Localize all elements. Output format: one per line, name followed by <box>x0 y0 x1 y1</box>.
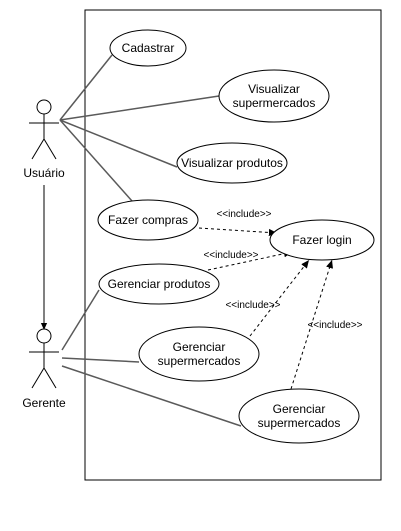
use-case-fazer-login[interactable]: Fazer login <box>269 219 375 261</box>
use-cases: CadastrarVisualizarsupermercadosVisualiz… <box>97 29 375 444</box>
use-case-label: Fazer compras <box>108 213 188 227</box>
use-case-gerenciar-produtos[interactable]: Gerenciar produtos <box>98 263 220 305</box>
association-usuario-cadastrar <box>59 54 113 121</box>
actor-label: Gerente <box>22 396 66 410</box>
stick-figure-icon <box>31 367 45 389</box>
use-case-ellipse <box>238 388 360 444</box>
use-case-label: supermercados <box>158 354 241 368</box>
use-case-label: Visualizar produtos <box>181 156 283 170</box>
association-lines <box>59 54 242 427</box>
stick-figure-icon <box>31 138 45 160</box>
association-usuario-visualizar-produtos <box>59 119 178 168</box>
association-usuario-visualizar-supermercados <box>59 95 220 121</box>
actor-usuario[interactable]: Usuário <box>23 99 65 180</box>
include-label-gerenciar-supermercados-2: <<include>> <box>307 320 362 331</box>
use-case-label: Gerenciar <box>273 402 326 416</box>
include-label-fazer-compras: <<include>> <box>216 209 271 220</box>
system-boundary <box>84 9 382 481</box>
association-usuario-fazer-compras <box>59 119 133 202</box>
actor-label: Usuário <box>23 166 65 180</box>
use-case-visualizar-produtos[interactable]: Visualizar produtos <box>176 142 288 184</box>
association-gerente-gerenciar-produtos <box>61 289 100 351</box>
include-label-gerenciar-produtos: <<include>> <box>203 250 258 261</box>
use-case-label: Fazer login <box>292 233 351 247</box>
use-case-ellipse <box>269 219 375 261</box>
stick-figure-icon <box>36 99 52 115</box>
association-gerente-gerenciar-supermercados-1 <box>61 357 140 363</box>
include-arrow-fazer-compras <box>198 227 278 237</box>
use-case-label: supermercados <box>258 416 341 430</box>
use-case-ellipse <box>218 69 330 123</box>
stick-figure-icon <box>36 328 52 344</box>
use-case-fazer-compras[interactable]: Fazer compras <box>97 199 199 241</box>
use-case-label: Gerenciar <box>173 340 226 354</box>
use-case-ellipse <box>176 142 288 184</box>
include-relationships: <<include>> <<include>> <<include>> <<inclu… <box>198 209 363 390</box>
use-case-cadastrar[interactable]: Cadastrar <box>109 29 187 67</box>
include-arrow-gerenciar-produtos <box>207 250 293 271</box>
use-case-ellipse <box>138 326 260 382</box>
stick-figure-icon <box>43 367 57 389</box>
include-arrow-gerenciar-supermercados-2 <box>290 259 333 390</box>
association-gerente-gerenciar-supermercados-2 <box>61 365 242 427</box>
use-case-label: supermercados <box>233 96 316 110</box>
use-case-ellipse <box>98 263 220 305</box>
include-arrow-gerenciar-supermercados-1 <box>249 259 310 337</box>
include-label-gerenciar-supermercados-1: <<include>> <box>225 300 280 311</box>
actor-gerente[interactable]: Gerente <box>22 328 66 410</box>
stick-figure-icon <box>43 138 57 160</box>
use-case-ellipse <box>109 29 187 67</box>
use-case-label: Cadastrar <box>122 41 175 55</box>
use-case-label: Gerenciar produtos <box>108 277 211 291</box>
use-case-label: Visualizar <box>248 82 300 96</box>
use-case-ellipse <box>97 199 199 241</box>
